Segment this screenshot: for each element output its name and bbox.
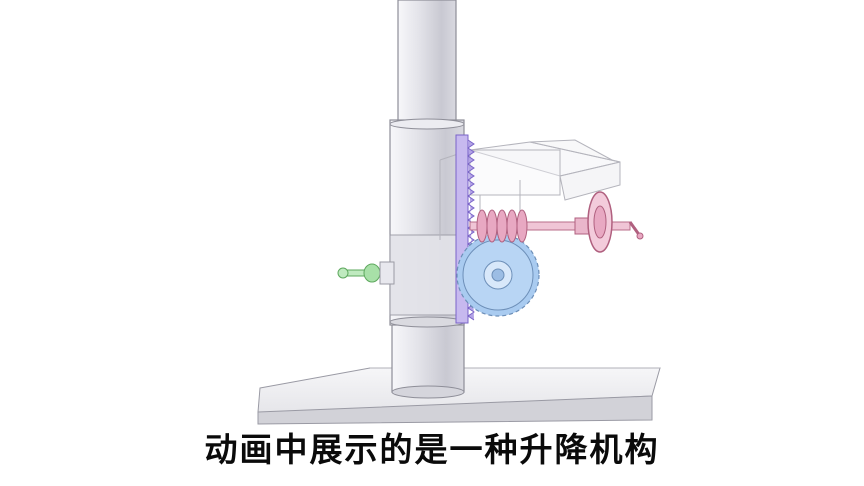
- worm-shaft: [469, 209, 631, 243]
- locking-handle: [337, 261, 395, 285]
- handwheel: [587, 191, 644, 253]
- gearbox-housing: [439, 139, 621, 250]
- spur-gear: [456, 233, 540, 317]
- sliding-sleeve: [389, 118, 465, 328]
- caption-subtitle: 动画中展示的是一种升降机构: [204, 430, 660, 469]
